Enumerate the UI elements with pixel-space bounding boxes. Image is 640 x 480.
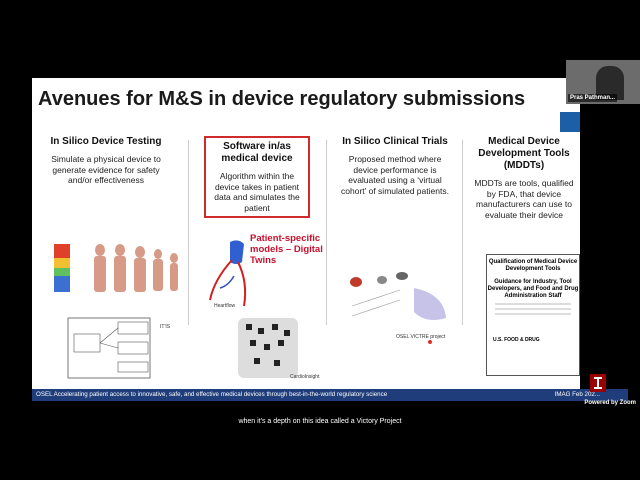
live-caption: when it's a depth on this idea called a …	[0, 410, 640, 428]
footer-left-text: OSEL Accelerating patient access to inno…	[36, 391, 388, 398]
participant-video-tile[interactable]: Pras Pathman...	[566, 60, 640, 104]
column-mddt: Medical Device Development Tools (MDDTs)…	[472, 136, 576, 220]
patient-specific-label: Patient-specific models – Digital Twins	[250, 233, 323, 266]
footer-right-text: IMAG Feb 202...	[554, 391, 600, 398]
top-black-bar	[0, 0, 640, 58]
powered-by-zoom-badge: Powered by Zoom	[584, 400, 636, 406]
column-heading: Software in/as medical device	[221, 141, 293, 164]
cardioinsight-label: CardioInsight	[290, 374, 320, 380]
itis-label: IT'IS	[160, 324, 171, 330]
column-divider	[188, 140, 189, 325]
heartflow-label: Heartflow	[214, 303, 236, 309]
caption-text: when it's a depth on this idea called a …	[234, 417, 406, 426]
digital-twin-illustrations	[209, 240, 298, 378]
column-in-silico-trials: In Silico Clinical Trials Proposed metho…	[340, 136, 450, 196]
shared-slide: Avenues for M&S in device regulatory sub…	[32, 78, 580, 390]
slide-footer: OSEL Accelerating patient access to inno…	[32, 389, 628, 401]
victre-illustrations	[350, 272, 446, 344]
column-heading: Medical Device Development Tools (MDDTs)	[478, 136, 570, 171]
column-body: Proposed method where device performance…	[341, 154, 449, 196]
column-heading: In Silico Clinical Trials	[342, 136, 448, 147]
column-body: Simulate a physical device to generate e…	[51, 154, 161, 185]
in-silico-illustrations	[54, 244, 178, 379]
column-divider	[462, 140, 463, 325]
participant-name: Pras Pathman...	[568, 94, 618, 102]
column-body: MDDTs are tools, qualified by FDA, that …	[474, 178, 574, 220]
column-software-device: Software in/as medical device Algorithm …	[204, 136, 310, 218]
column-body: Algorithm within the device takes in pat…	[214, 171, 300, 213]
mddt-guidance-document: Qualification of Medical Device Developm…	[486, 254, 580, 376]
osel-victre-label: OSEL VICTRE project	[396, 334, 446, 340]
column-heading: In Silico Device Testing	[50, 136, 162, 147]
highlight-box: Software in/as medical device Algorithm …	[204, 136, 310, 218]
column-in-silico-testing: In Silico Device Testing Simulate a phys…	[46, 136, 166, 186]
document-subtitle: Guidance for Industry, Tool Developers, …	[487, 279, 579, 299]
document-title: Qualification of Medical Device Developm…	[488, 259, 578, 272]
university-logo-icon	[590, 374, 606, 392]
blue-accent-bar	[560, 112, 580, 132]
document-agency: U.S. FOOD & DRUG	[493, 337, 540, 343]
slide-title: Avenues for M&S in device regulatory sub…	[38, 88, 526, 110]
column-divider	[326, 140, 327, 325]
